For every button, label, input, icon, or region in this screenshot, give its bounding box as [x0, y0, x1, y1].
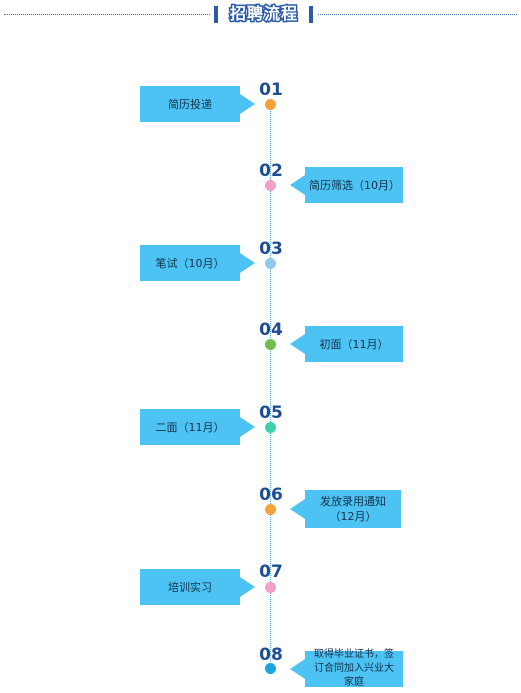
step-box: 简历筛选（10月） [290, 167, 403, 203]
step-dot [265, 582, 276, 593]
step-number: 05 [259, 403, 283, 423]
step-dot [265, 663, 276, 674]
page-title: 招聘流程 [228, 3, 298, 25]
header-divider-left [4, 14, 210, 15]
header-bar-right [309, 6, 313, 23]
step-box: 取得毕业证书，签订合同加入兴业大家庭 [290, 649, 403, 688]
header-divider-right [318, 14, 517, 15]
step-box: 笔试（10月） [140, 245, 255, 281]
step-box: 发放录用通知（12月） [290, 490, 401, 528]
step-box: 培训实习 [140, 569, 255, 605]
step-dot [265, 258, 276, 269]
step-number: 06 [259, 485, 283, 505]
step-number: 07 [259, 562, 283, 582]
step-number: 01 [259, 80, 283, 100]
step-box: 初面（11月） [290, 326, 403, 362]
step-number: 02 [259, 161, 283, 181]
step-number: 03 [259, 239, 283, 259]
step-box: 简历投递 [140, 86, 255, 122]
step-dot [265, 504, 276, 515]
step-number: 04 [259, 320, 283, 340]
step-dot [265, 180, 276, 191]
step-dot [265, 422, 276, 433]
timeline-axis [270, 108, 271, 668]
step-number: 08 [259, 645, 283, 665]
header-bar-left [214, 6, 218, 23]
step-dot [265, 99, 276, 110]
step-box: 二面（11月） [140, 409, 255, 445]
step-dot [265, 339, 276, 350]
